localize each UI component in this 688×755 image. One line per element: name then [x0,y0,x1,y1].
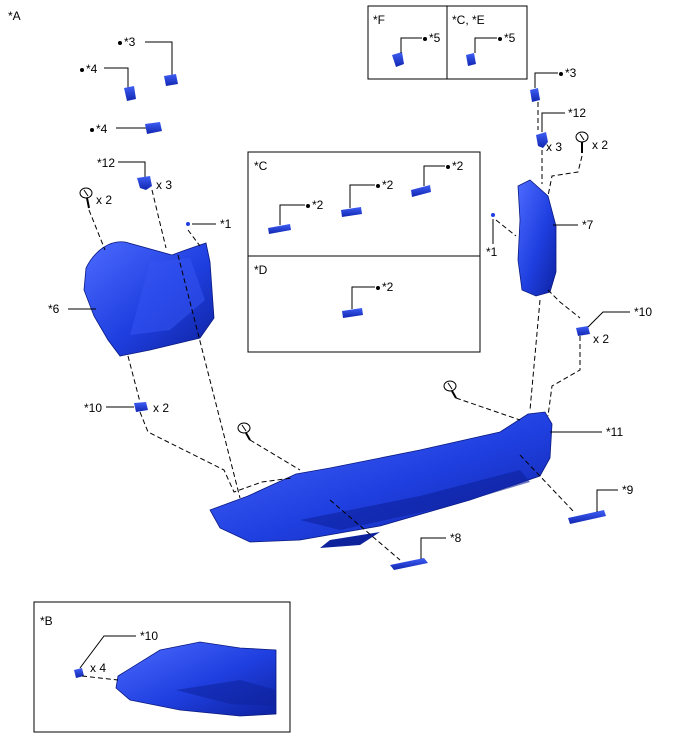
box-c-label: *C [254,159,268,173]
leader-2-d [351,286,375,309]
bullet-5-f [423,37,427,41]
callout-12-left: *12 [97,156,115,170]
leader-4-upper [104,67,129,88]
qty-12-left: x 3 [156,178,172,192]
callout-10-left: *10 [84,401,102,415]
assembly-dashed-lines [88,102,583,561]
inset-b-label: *B [40,614,53,628]
pin-1-right [491,213,495,217]
bullet-4-lower [90,128,94,132]
callout-12-right: *12 [568,106,586,120]
pin-1-left [186,222,190,226]
reflector-2-c-a [268,224,291,234]
bolt-12-right [536,132,548,148]
leader-12-left [118,161,146,178]
bracket-7 [517,179,557,297]
callout-4-upper: *4 [86,62,98,76]
reflector-2-c-c [411,185,431,197]
callout-6: *6 [48,302,60,316]
bullet-2-d [376,286,380,290]
callout-5-ce: *5 [504,31,516,45]
bullet-2-c-b [376,184,380,188]
leader-5-f [400,37,422,53]
clip-4-upper [124,86,136,101]
callout-5-f: *5 [429,31,441,45]
box-ce-label: *C, *E [452,13,485,27]
callout-2-c-a: *2 [312,198,324,212]
leader-12-right [541,112,565,132]
screw-left-icon [79,187,93,209]
reflector-9 [568,510,606,524]
leader-2-c-c [423,165,445,186]
leader-8 [420,537,446,559]
callout-11: *11 [606,425,623,439]
qty-screw-left: x 2 [96,193,112,207]
qty-10-right: x 2 [593,332,609,346]
inset-b-frame [33,601,291,733]
qty-10-left: x 2 [153,401,169,415]
clip-5-ce [466,53,476,66]
rear-bumper-cover [209,411,553,543]
reflector-2-d [342,308,363,318]
callout-9: *9 [622,483,634,497]
leader-2-c-b [349,184,375,208]
callout-1-right: *1 [486,245,498,259]
clip-10-left [134,402,148,412]
callout-2-d: *2 [382,280,394,294]
bumper-lower-shadow [300,470,530,530]
leader-5-ce [474,37,497,53]
clip-3-left [164,74,178,86]
view-label: *A [8,9,21,23]
callout-4-lower: *4 [96,122,108,136]
callout-3-left: *3 [124,35,136,49]
callout-1-left: *1 [220,217,232,231]
reflector-2-c-b [341,207,362,217]
box-c-d-frame [247,151,481,353]
leader-3-left [145,41,173,75]
clip-10-right [576,326,590,336]
bullet-2-c-a [306,204,310,208]
box-f-label: *F [373,13,385,27]
reflector-8 [390,558,428,570]
leader-10-inset [79,635,136,669]
leader-10-right [587,311,630,328]
bolt-12-left [137,176,152,190]
callout-2-c-c: *2 [452,159,464,173]
qty-10-inset: x 4 [90,661,106,675]
clip-10-inset [74,668,84,678]
clip-5-f [392,52,404,67]
box-d-label: *D [254,263,268,277]
screw-bumper-right-icon [443,380,457,399]
side-extension-6-highlight [130,258,205,335]
bullet-2-c-c [446,165,450,169]
screw-right-icon [575,131,589,153]
qty-screw-right: x 2 [592,138,608,152]
clip-3-right [530,88,540,102]
callout-10-inset: *10 [140,629,158,643]
inset-b-dashed-line [81,675,119,681]
clip-4-lower [145,122,162,134]
bumper-skid [320,532,380,548]
bullet-3-left [118,41,122,45]
bullet-3-right [559,72,563,76]
leader-2-c-a [279,204,305,225]
inset-b-bumper-shadow [176,680,276,706]
callout-7: *7 [582,218,594,232]
bullet-5-ce [498,37,502,41]
qty-12-right: x 3 [546,140,562,154]
screw-bumper-left-icon [237,422,251,441]
callout-2-c-b: *2 [382,178,394,192]
callout-3-right: *3 [565,66,577,80]
callout-8: *8 [450,531,462,545]
leader-9 [596,489,618,512]
leader-3-right [534,72,558,88]
callout-10-right: *10 [634,305,652,319]
bullet-4-upper [80,68,84,72]
